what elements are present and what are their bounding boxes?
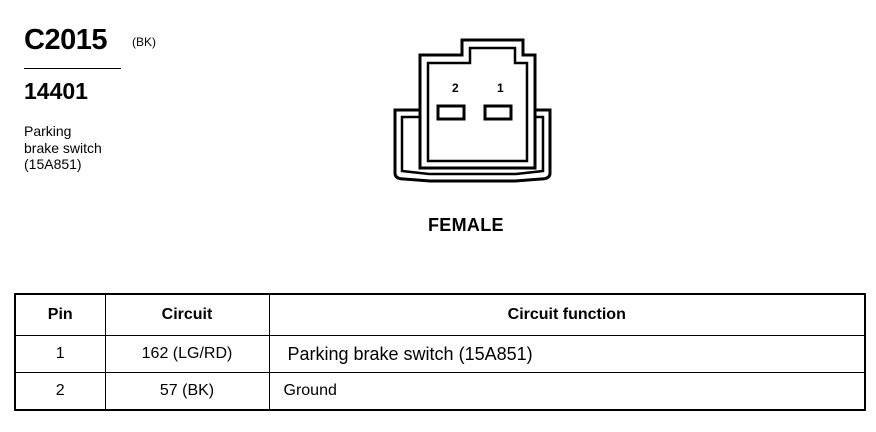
circuit-cell: 162 (LG/RD) xyxy=(104,335,270,373)
component-description-line: Parking xyxy=(24,123,72,139)
pin-column-header: Pin xyxy=(14,293,106,336)
connector-color-code: (BK) xyxy=(132,35,156,49)
pin-1-terminal xyxy=(483,104,513,121)
table-header-row: Pin Circuit Circuit function xyxy=(14,293,866,336)
circuit-column-header: Circuit xyxy=(104,293,270,336)
function-cell: Parking brake switch (15A851) xyxy=(268,335,866,373)
pin-cell: 1 xyxy=(14,335,106,373)
table-row: 1 162 (LG/RD) Parking brake switch (15A8… xyxy=(14,335,866,373)
pin-2-terminal xyxy=(436,104,466,121)
pin-1-label: 1 xyxy=(497,81,504,95)
pin-cell: 2 xyxy=(14,372,106,411)
connector-inner-shell xyxy=(400,115,545,176)
part-number: 14401 xyxy=(24,78,88,104)
connector-outer-shell xyxy=(393,108,552,183)
component-description-line: (15A851) xyxy=(24,156,82,172)
title-divider xyxy=(24,68,121,69)
connector-face-diagram xyxy=(393,38,552,183)
table-row: 2 57 (BK) Ground xyxy=(14,372,866,411)
connector-body-inner xyxy=(426,46,529,163)
circuit-cell: 57 (BK) xyxy=(104,372,270,411)
function-cell: Ground xyxy=(268,372,866,411)
function-column-header: Circuit function xyxy=(268,293,866,336)
connector-gender-label: FEMALE xyxy=(428,215,504,235)
connector-id: C2015 xyxy=(24,24,107,56)
pin-2-label: 2 xyxy=(452,81,459,95)
component-description-line: brake switch xyxy=(24,139,102,156)
component-description: Parking brake switch (15A851) xyxy=(24,123,102,173)
pinout-table: Pin Circuit Circuit function 1 162 (LG/R… xyxy=(14,293,866,411)
